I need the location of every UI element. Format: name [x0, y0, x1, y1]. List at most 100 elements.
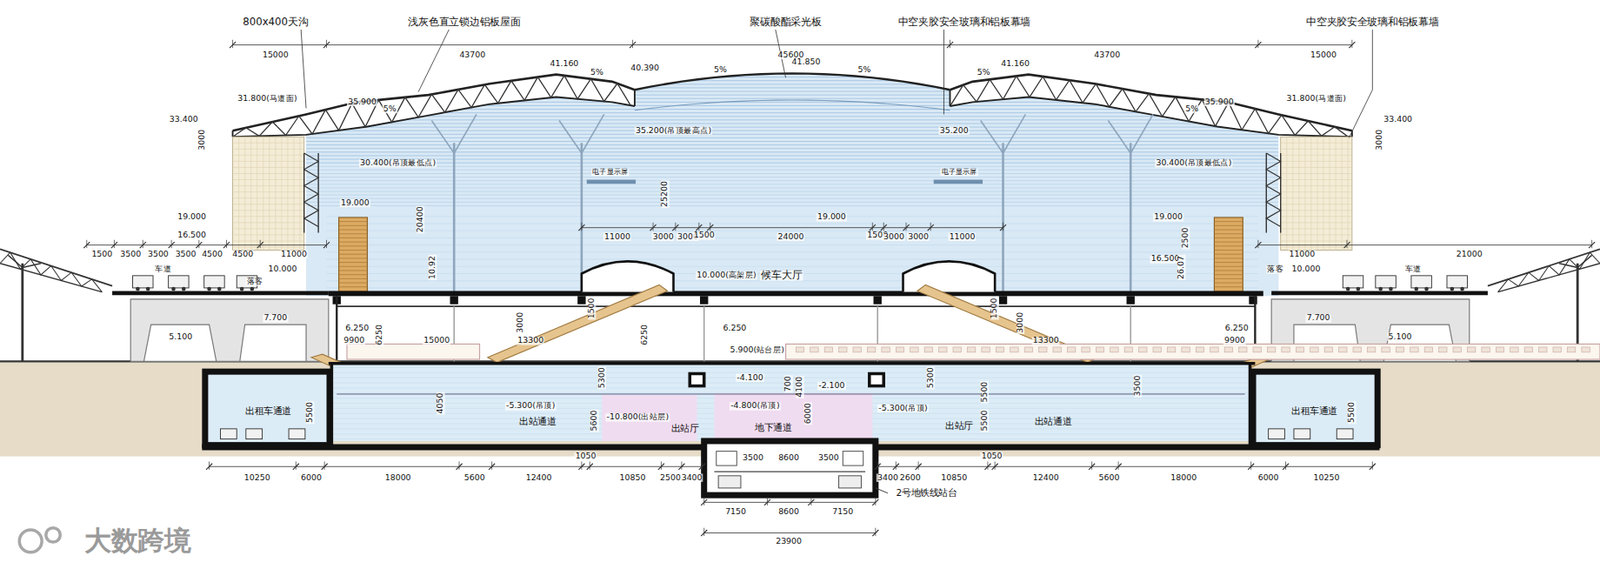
transom — [1280, 154, 1353, 156]
escalator-step — [1213, 266, 1243, 267]
transom — [233, 203, 305, 205]
train-window — [1424, 346, 1433, 353]
car-icon — [288, 428, 306, 440]
glass-line — [326, 266, 1259, 267]
escalator-step — [339, 253, 368, 255]
train-window — [966, 346, 975, 353]
ceiling-line — [306, 86, 1279, 88]
ceiling-line — [306, 119, 1279, 120]
train-window — [1466, 346, 1475, 353]
ceiling-line — [306, 176, 1279, 178]
dimension-label: 8600 — [777, 453, 800, 462]
ceiling-line — [306, 144, 1279, 146]
mullion — [1310, 136, 1312, 250]
extension-line — [1250, 460, 1252, 469]
escalator-step — [339, 220, 368, 222]
frame — [1266, 153, 1267, 234]
bracing — [1266, 153, 1280, 227]
wheel — [146, 286, 151, 292]
train-window — [853, 346, 861, 353]
dimension-label: 6.250 — [721, 324, 747, 333]
train-window — [1124, 346, 1133, 353]
extension-line — [698, 222, 700, 231]
transom — [233, 215, 305, 217]
escalator-step — [1213, 269, 1243, 271]
dimension-label: 18000 — [384, 473, 413, 481]
column-branch — [581, 113, 605, 154]
mullion — [1335, 136, 1337, 250]
curtain-wall — [233, 136, 305, 250]
wheel — [1449, 286, 1454, 292]
extension-line — [1091, 460, 1093, 469]
dimension-label: 5% — [1184, 105, 1200, 114]
dimension-label: 2500 — [659, 473, 682, 481]
escalator-step — [339, 237, 368, 239]
extension-line — [589, 460, 591, 469]
escalator-step — [339, 261, 368, 263]
dimension-label: 5.900(站台层) — [728, 346, 786, 354]
room-label-box: 地下通道 — [752, 421, 795, 436]
wheel — [1413, 286, 1419, 292]
mullion — [1304, 136, 1306, 250]
escalator-step — [339, 249, 368, 251]
dimension-label: 10.000 — [1290, 265, 1321, 274]
dimension-label: 35.900 — [346, 98, 378, 107]
room-name: 出站厅 — [671, 424, 700, 435]
concourse — [331, 363, 1250, 441]
ceiling-line — [306, 122, 1279, 124]
extension-line — [680, 460, 682, 469]
extension-line — [326, 40, 327, 48]
dimension-label: 3000 — [652, 233, 675, 241]
escalator — [1213, 217, 1243, 293]
train-window — [924, 346, 933, 353]
dimension-label: 9900 — [342, 336, 366, 345]
column — [1001, 142, 1005, 296]
room-name: 出租车通道 — [245, 406, 292, 418]
leader-line — [1348, 29, 1373, 138]
transom — [1280, 227, 1353, 229]
dimension-label: 35.200 — [939, 126, 970, 135]
dimension-label: 2600 — [899, 473, 922, 481]
train-window — [881, 346, 890, 353]
dimension-label: 10850 — [940, 473, 968, 481]
extension-line — [872, 222, 874, 231]
canopy-branch — [7, 254, 22, 267]
car-icon — [246, 428, 263, 440]
dimension-label: -4.100 — [735, 373, 765, 381]
extension-line — [709, 222, 711, 231]
escalator-step — [1213, 261, 1243, 263]
transom — [233, 240, 305, 241]
extension-line — [1591, 240, 1593, 248]
extension-line — [895, 460, 897, 469]
dimension-label: 10850 — [618, 473, 647, 481]
viaduct — [1271, 299, 1470, 362]
escalator-step — [339, 286, 368, 287]
column-branch — [1130, 113, 1154, 154]
truss-web — [233, 75, 632, 137]
train-window — [1081, 346, 1090, 353]
extension-line — [208, 460, 210, 469]
transom — [233, 148, 305, 150]
dimension-label: 10.92 — [428, 254, 437, 280]
train-window — [1324, 346, 1333, 353]
dimension-label: 10250 — [1312, 473, 1340, 481]
truss-web — [949, 75, 1348, 137]
train-window — [1153, 346, 1161, 353]
material-callout: 浅灰色直立锁边铝板屋面 — [406, 17, 521, 28]
extension-line — [949, 40, 951, 48]
extension-line — [986, 460, 988, 469]
transom — [233, 160, 305, 162]
escalator-step — [339, 225, 368, 227]
ceiling-line — [306, 166, 1279, 167]
ceiling-line — [306, 101, 1279, 103]
train-window — [1295, 346, 1304, 353]
extension-line — [1351, 40, 1353, 48]
train-window — [1553, 346, 1561, 353]
dimension-label: 6000 — [804, 401, 813, 425]
extension-line — [1118, 460, 1120, 469]
dimension-label: 3500 — [173, 249, 197, 258]
dimension-label: 5.100 — [1386, 333, 1413, 341]
extension-line — [874, 527, 876, 536]
dimension-label: 23900 — [774, 537, 803, 546]
escalator-step — [339, 269, 368, 271]
